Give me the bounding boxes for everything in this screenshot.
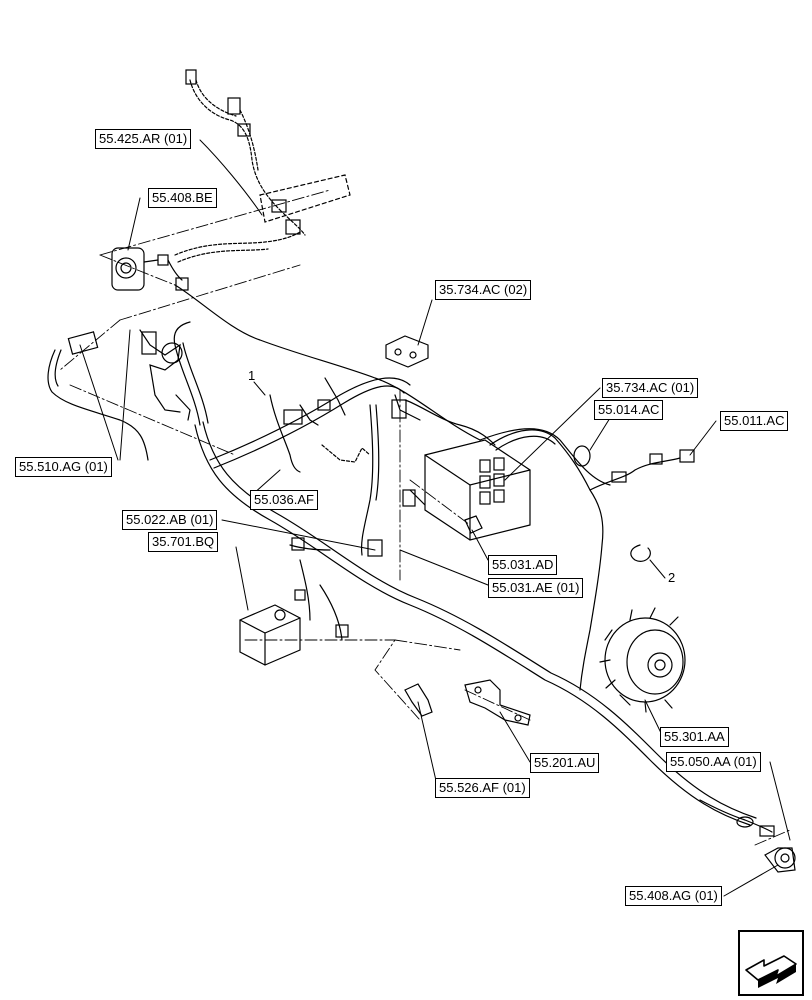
callout-55031ad[interactable]: 55.031.AD (488, 555, 558, 575)
callout-55022ab[interactable]: 55.022.AB (01) (122, 510, 218, 530)
callout-55526af[interactable]: 55.526.AF (01) (435, 778, 530, 798)
callout-55031ae[interactable]: 55.031.AE (01) (488, 578, 584, 598)
item-number-2: 2 (668, 570, 676, 585)
callout-35701bq[interactable]: 35.701.BQ (148, 532, 219, 552)
left-connector-harness (47, 329, 191, 461)
callout-55408ag[interactable]: 55.408.AG (01) (625, 886, 722, 906)
clip-55031ad (464, 515, 483, 534)
bracket-55201au (464, 679, 531, 726)
callout-55301aa[interactable]: 55.301.AA (660, 727, 729, 747)
callout-55408be[interactable]: 55.408.BE (148, 188, 217, 208)
lower-right-harness (699, 799, 796, 873)
callout-55201au[interactable]: 55.201.AU (530, 753, 600, 773)
callout-55050aa[interactable]: 55.050.AA (01) (666, 752, 761, 772)
next-page-arrow-icon[interactable] (738, 930, 804, 996)
upper-harness-connectors (185, 69, 351, 235)
callout-55425ar[interactable]: 55.425.AR (01) (95, 129, 192, 149)
item-number-1: 1 (248, 368, 256, 383)
callout-55510ag[interactable]: 55.510.AG (01) (15, 457, 112, 477)
valve-block-35701bq (239, 537, 349, 666)
alternator-55301aa (599, 607, 686, 713)
callout-35734ac02[interactable]: 35.734.AC (02) (435, 280, 532, 300)
central-branches (269, 377, 383, 557)
callout-55011ac[interactable]: 55.011.AC (720, 411, 789, 431)
callout-55036af[interactable]: 55.036.AF (250, 490, 318, 510)
callout-35734ac01[interactable]: 35.734.AC (01) (602, 378, 699, 398)
valve-35734ac02 (385, 335, 429, 368)
leader-lines (79, 139, 791, 897)
clip-55526af (404, 683, 433, 717)
right-harness (489, 429, 695, 691)
callout-55014ac[interactable]: 55.014.AC (594, 400, 664, 420)
